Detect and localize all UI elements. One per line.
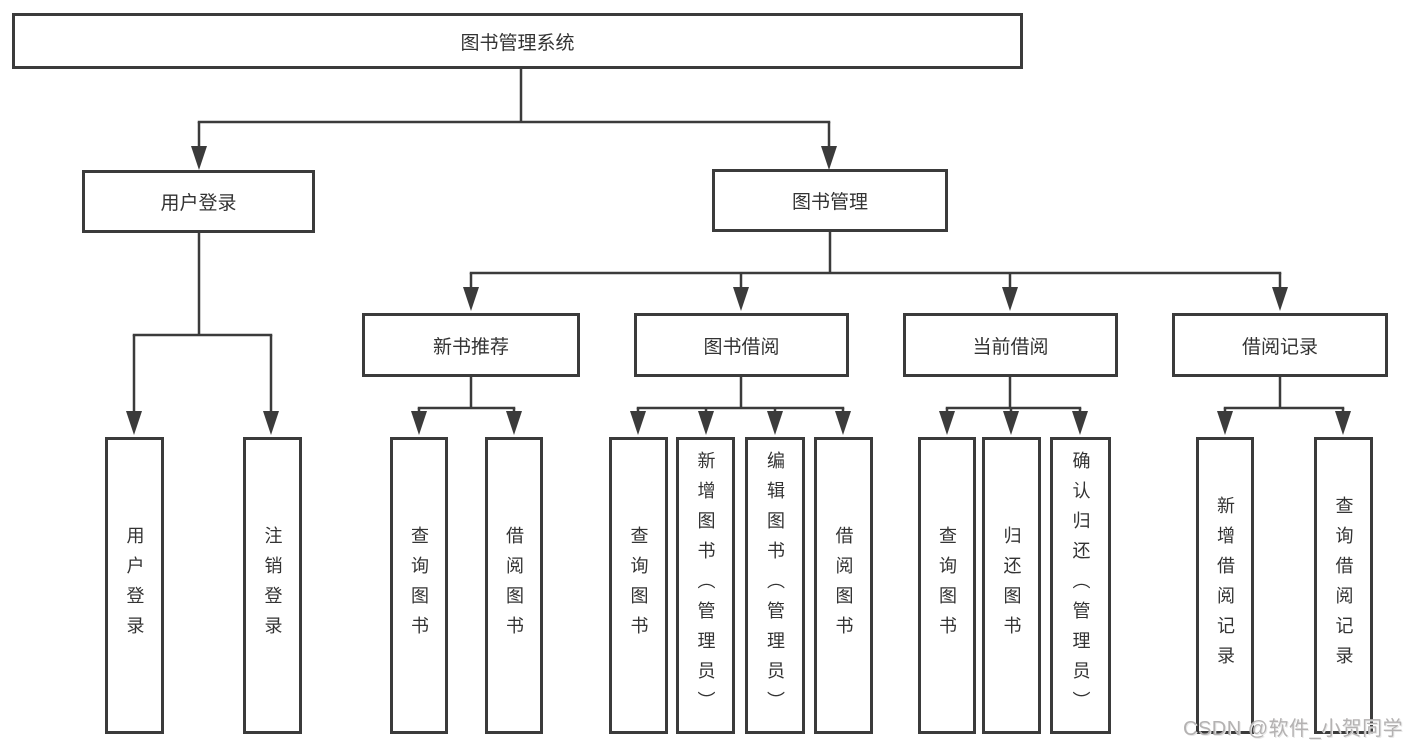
node-user-login: 用户登录 bbox=[82, 170, 315, 233]
leaf-confirm-return-admin: 确认归还（管理员） bbox=[1050, 437, 1111, 734]
leaf-user-login: 用户登录 bbox=[105, 437, 164, 734]
leaf-add-book-admin: 新增图书（管理员） bbox=[676, 437, 735, 734]
leaf-query-books-current: 查询图书 bbox=[918, 437, 976, 734]
node-borrow-records: 借阅记录 bbox=[1172, 313, 1388, 377]
leaf-edit-book-admin: 编辑图书（管理员） bbox=[745, 437, 805, 734]
node-new-book-recommend: 新书推荐 bbox=[362, 313, 580, 377]
leaf-query-books-recommend: 查询图书 bbox=[390, 437, 448, 734]
leaf-query-books-borrow: 查询图书 bbox=[609, 437, 668, 734]
leaf-add-borrow-record: 新增借阅记录 bbox=[1196, 437, 1254, 734]
node-book-management: 图书管理 bbox=[712, 169, 948, 232]
leaf-borrow-books-recommend: 借阅图书 bbox=[485, 437, 543, 734]
node-current-borrow: 当前借阅 bbox=[903, 313, 1118, 377]
node-root-system: 图书管理系统 bbox=[12, 13, 1023, 69]
leaf-query-borrow-record: 查询借阅记录 bbox=[1314, 437, 1373, 734]
csdn-watermark: CSDN @软件_小贺同学 bbox=[1183, 718, 1404, 740]
leaf-logout: 注销登录 bbox=[243, 437, 302, 734]
arrowheads bbox=[126, 146, 1351, 435]
leaf-return-book: 归还图书 bbox=[982, 437, 1041, 734]
leaf-borrow-books: 借阅图书 bbox=[814, 437, 873, 734]
node-book-borrow: 图书借阅 bbox=[634, 313, 849, 377]
